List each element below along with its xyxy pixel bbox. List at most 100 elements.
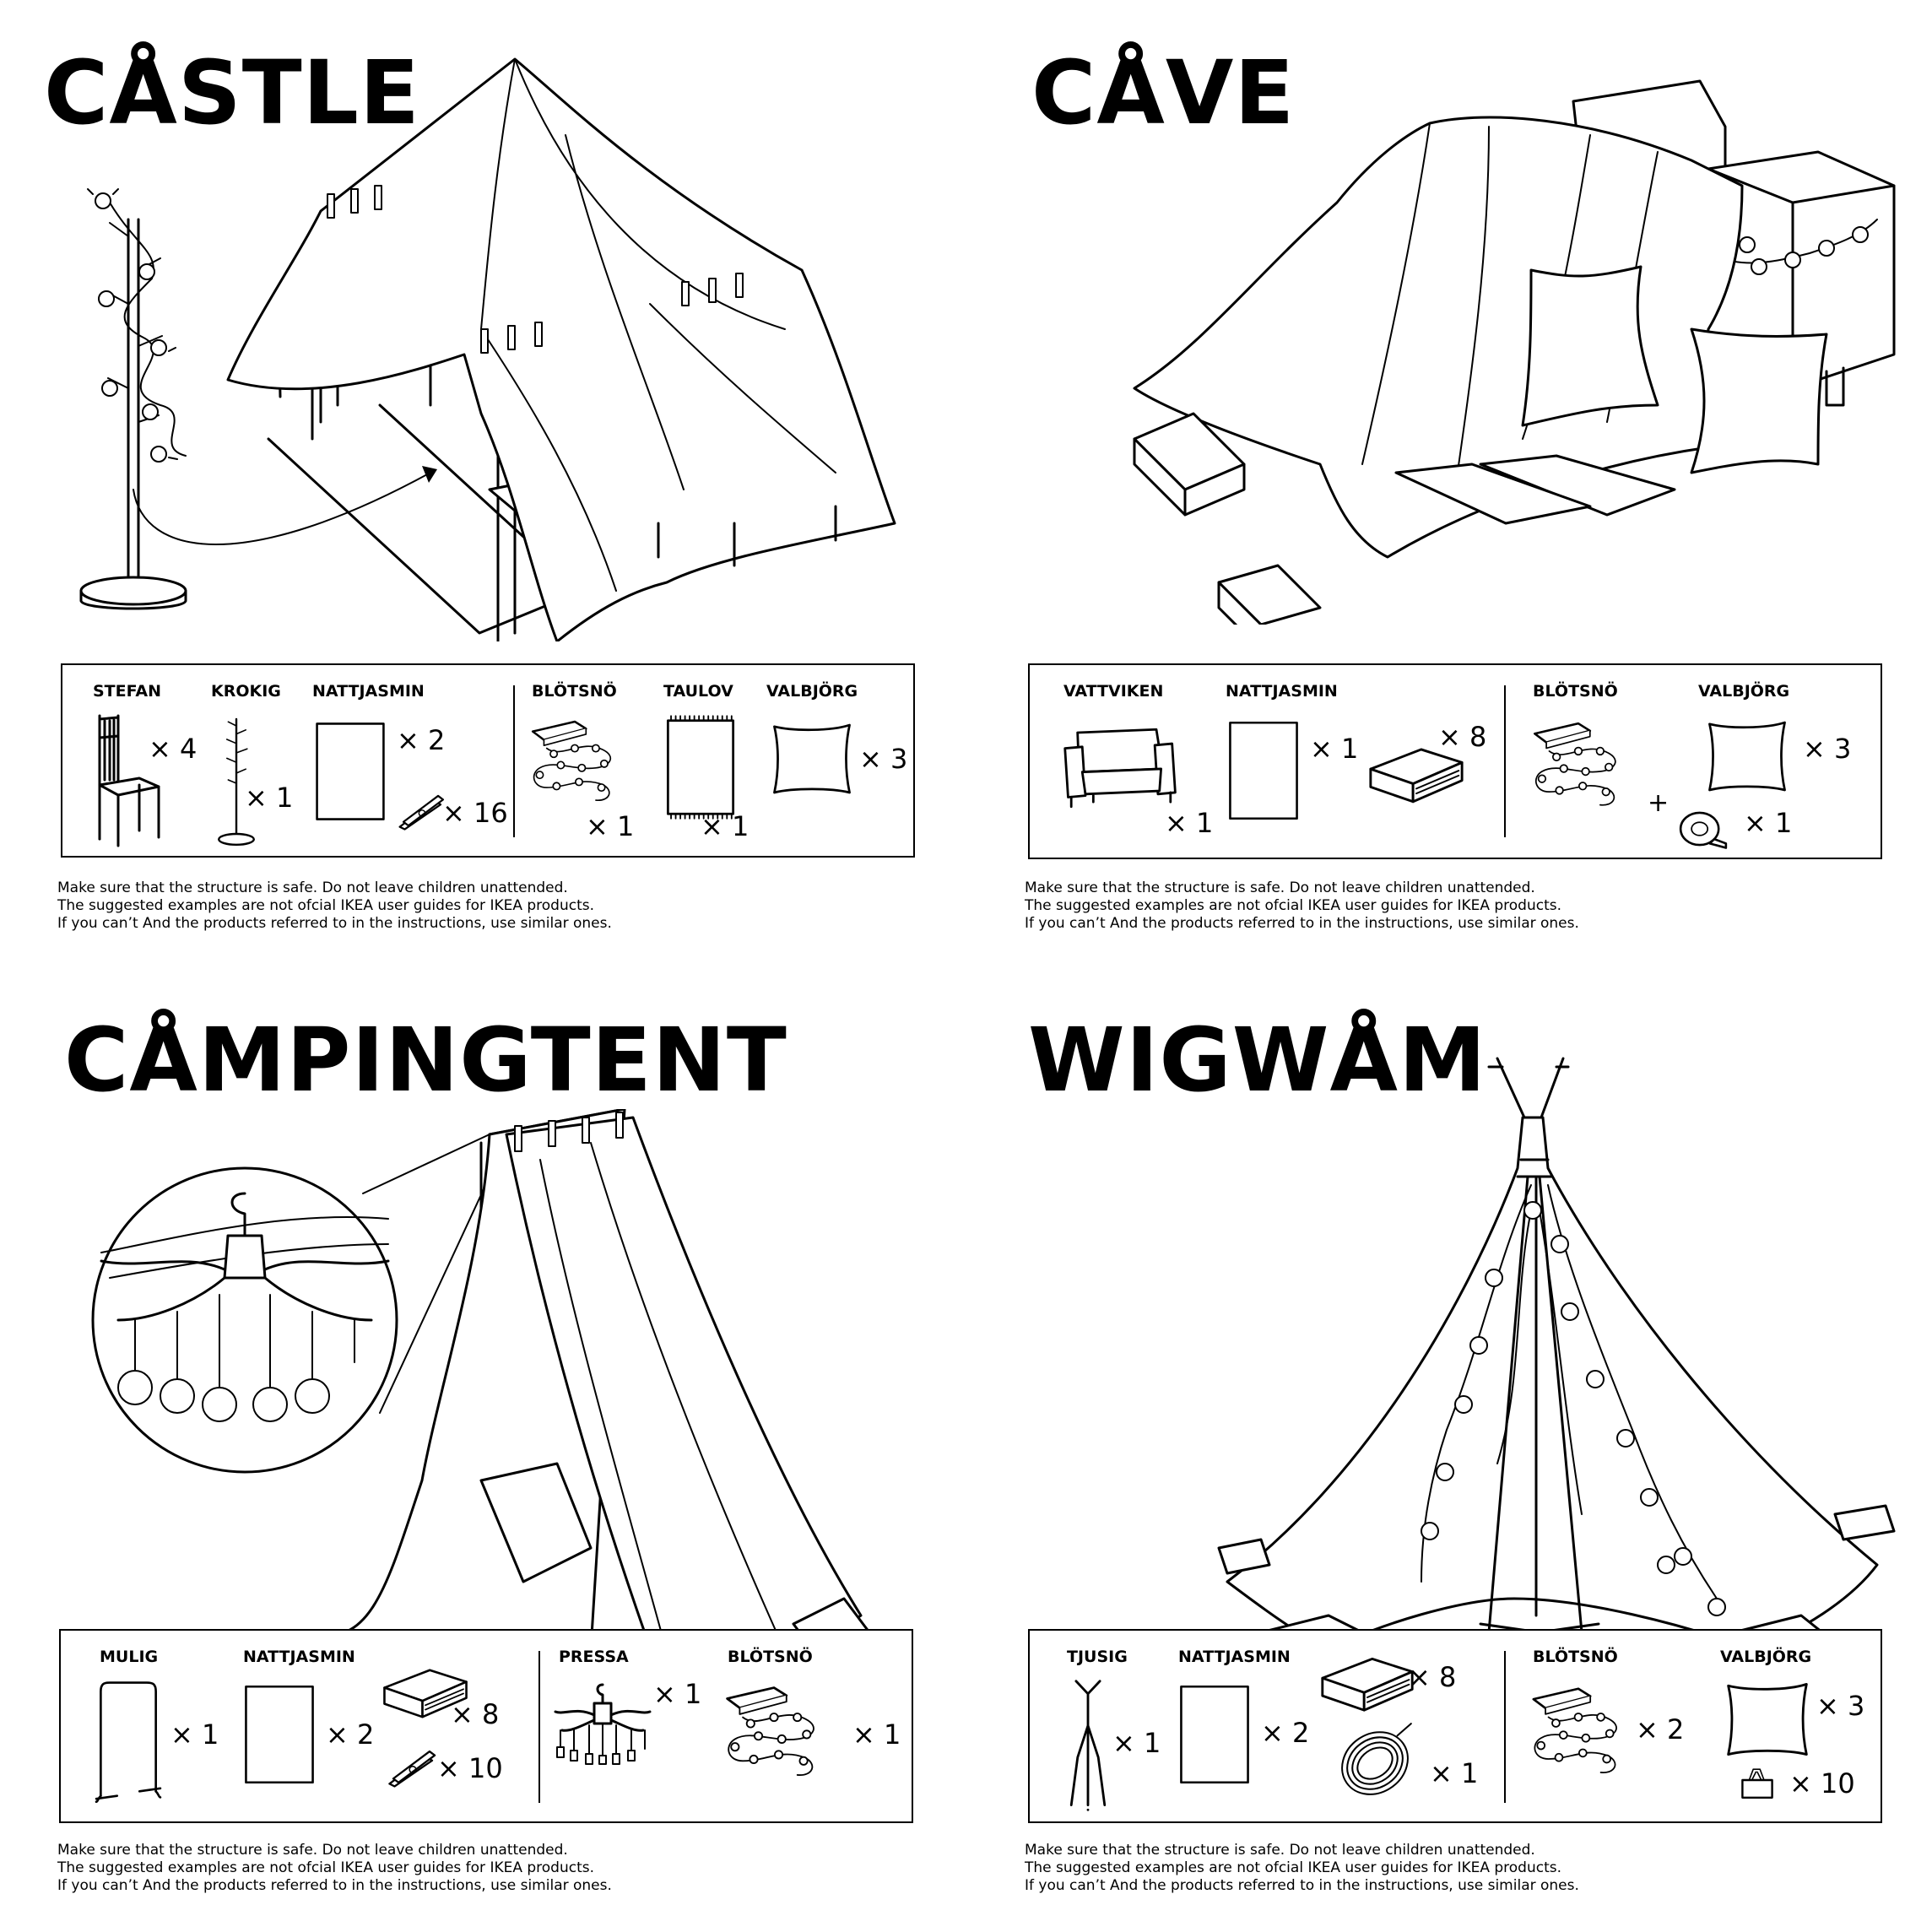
cave-parts-box: VATTVIKEN × 1 NATTJASMIN × 1 × 8 BLÖTSNÖ…: [1028, 663, 1882, 859]
item-name: PRESSA: [559, 1648, 629, 1666]
disclaimer-line: If you can’t And the products referred t…: [57, 1877, 612, 1894]
item-name: VALBJÖRG: [766, 682, 858, 701]
armchair-icon: [1062, 724, 1180, 812]
sheet-icon: [314, 721, 387, 822]
item-quantity: × 1: [701, 810, 750, 842]
item-quantity: × 1: [1112, 1727, 1161, 1759]
safety-disclaimer: Make sure that the structure is safe. Do…: [1025, 1842, 1579, 1895]
item-quantity: × 3: [1803, 733, 1852, 765]
castle-title: CÅSTLE: [44, 41, 420, 144]
item-quantity: × 1: [1430, 1757, 1479, 1789]
zoom-circle-drawing: [91, 1134, 490, 1474]
clothes-rack-icon: [95, 1680, 162, 1806]
disclaimer-line: The suggested examples are not ofcial IK…: [1025, 1859, 1562, 1876]
item-quantity: × 1: [1744, 807, 1793, 839]
disclaimer-line: Make sure that the structure is safe. Do…: [57, 1842, 568, 1859]
pillow-icon: [1724, 1678, 1811, 1761]
item-quantity: × 8: [451, 1698, 500, 1730]
disclaimer-line: The suggested examples are not ofcial IK…: [1025, 897, 1562, 914]
item-quantity: × 2: [397, 724, 446, 756]
wigwam-title: WIGWÅM: [1028, 1009, 1487, 1112]
string-lights-icon: [1526, 1683, 1631, 1783]
string-lights-icon: [1526, 719, 1631, 814]
item-name: KROKIG: [211, 682, 281, 701]
clothespin-icon: [397, 793, 447, 831]
item-name: NATTJASMIN: [1226, 682, 1338, 701]
item-name: MULIG: [100, 1648, 159, 1666]
disclaimer-line: Make sure that the structure is safe. Do…: [57, 879, 568, 896]
sheet-drawing: [226, 57, 896, 641]
binder-clip-icon: [1737, 1766, 1778, 1801]
plus-sign: +: [1648, 788, 1670, 818]
wigwam-drawing: [1226, 1057, 1879, 1651]
castle-illustration: [59, 51, 912, 641]
disclaimer-line: Make sure that the structure is safe. Do…: [1025, 879, 1535, 896]
safety-disclaimer: Make sure that the structure is safe. Do…: [1025, 879, 1579, 933]
rope-icon: [1332, 1718, 1418, 1805]
item-quantity: × 16: [442, 797, 508, 829]
castle-parts-box: STEFAN × 4 KROKIG × 1 NATTJASMIN × 2 × 1…: [61, 663, 915, 858]
item-quantity: × 1: [653, 1678, 702, 1710]
disclaimer-line: If you can’t And the products referred t…: [57, 915, 612, 932]
tape-icon: [1676, 807, 1730, 851]
item-quantity: × 4: [149, 733, 198, 765]
books-drawing: [1133, 412, 1676, 625]
item-quantity: × 2: [326, 1718, 375, 1751]
safety-disclaimer: Make sure that the structure is safe. Do…: [57, 879, 612, 933]
item-quantity: × 10: [1789, 1767, 1855, 1799]
disclaimer-line: Make sure that the structure is safe. Do…: [1025, 1842, 1535, 1859]
wigwam-section: WIGWÅM: [966, 966, 1931, 1931]
parts-divider: [1504, 1651, 1506, 1803]
item-quantity: × 8: [1408, 1661, 1457, 1693]
tent-drawing: [311, 1109, 863, 1718]
cave-title: CÅVE: [1031, 41, 1296, 144]
item-name: TJUSIG: [1067, 1648, 1128, 1666]
safety-disclaimer: Make sure that the structure is safe. Do…: [57, 1842, 612, 1895]
hanger-icon: [552, 1681, 653, 1766]
item-quantity: × 1: [170, 1718, 219, 1751]
pillows-drawing: [1521, 265, 1828, 474]
sheet-drawing: [1133, 116, 1744, 559]
rug-drawing: [267, 403, 584, 635]
parts-divider: [513, 685, 515, 837]
parts-divider: [1504, 685, 1506, 837]
campingtent-title: CÅMPINGTENT: [64, 1009, 787, 1112]
item-name: VATTVIKEN: [1063, 682, 1164, 701]
item-name: BLÖTSNÖ: [532, 682, 617, 701]
disclaimer-line: If you can’t And the products referred t…: [1025, 1877, 1579, 1894]
disclaimer-line: The suggested examples are not ofcial IK…: [57, 897, 595, 914]
cave-section: CÅVE: [966, 0, 1931, 966]
item-name: VALBJÖRG: [1698, 682, 1790, 701]
castle-section: CÅSTLE: [0, 0, 966, 966]
pillow-icon: [1705, 716, 1789, 797]
item-name: VALBJÖRG: [1720, 1648, 1812, 1666]
coat-stand-drawing: [79, 188, 437, 610]
item-quantity: × 1: [245, 782, 294, 814]
item-name: NATTJASMIN: [1178, 1648, 1291, 1666]
item-quantity: × 3: [1816, 1690, 1865, 1722]
sheet-icon: [1227, 719, 1300, 822]
item-name: BLÖTSNÖ: [1533, 682, 1618, 701]
coat-stand-icon: [211, 712, 262, 847]
book-icon: [1318, 1649, 1416, 1713]
campingtent-parts-box: MULIG × 1 NATTJASMIN × 2 × 8 × 10 PRESSA…: [59, 1629, 913, 1823]
item-quantity: × 8: [1438, 721, 1487, 753]
rug-icon: [662, 712, 739, 822]
string-lights-icon: [525, 717, 625, 809]
sheet-icon: [243, 1683, 316, 1786]
item-quantity: × 2: [1261, 1717, 1310, 1749]
item-name: BLÖTSNÖ: [728, 1648, 813, 1666]
parts-divider: [538, 1651, 540, 1803]
disclaimer-line: If you can’t And the products referred t…: [1025, 915, 1579, 932]
hat-stand-icon: [1067, 1678, 1109, 1813]
string-lights-icon: [719, 1683, 829, 1784]
item-quantity: × 2: [1636, 1713, 1685, 1745]
sheet-icon: [1178, 1683, 1251, 1786]
clothespin-icon: [387, 1749, 439, 1788]
disclaimer-line: The suggested examples are not ofcial IK…: [57, 1859, 595, 1876]
pillow-icon: [770, 719, 854, 798]
item-quantity: × 1: [1165, 807, 1214, 839]
item-quantity: × 1: [586, 810, 635, 842]
item-name: NATTJASMIN: [312, 682, 425, 701]
item-quantity: × 1: [1310, 733, 1359, 765]
